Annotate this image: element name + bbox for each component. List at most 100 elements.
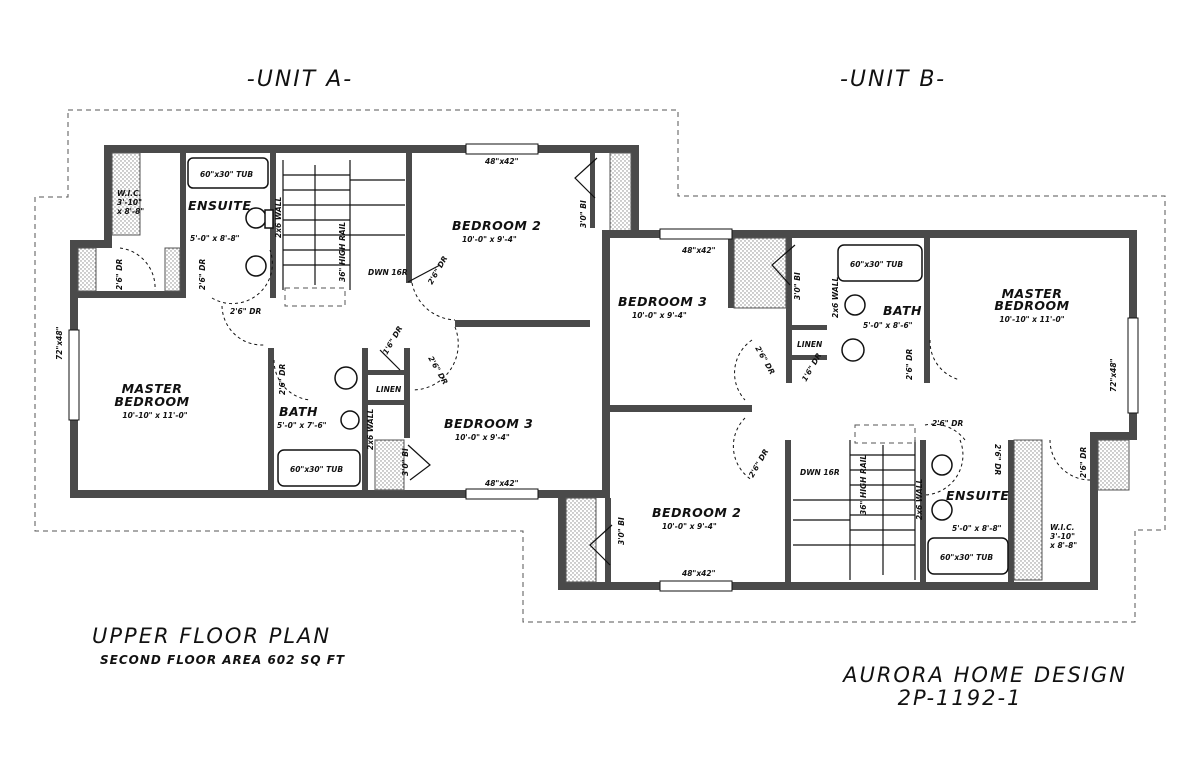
unit-a-bath-wall-label: 2x6 WALL	[366, 409, 375, 450]
unit-b-master-window-label: 72"x48"	[1109, 358, 1118, 392]
unit-a-door-linen-label: 1'6" DR	[381, 324, 405, 356]
unit-b-ensuite-toilet	[931, 499, 953, 521]
unit-b-bed3-label: BEDROOM 3	[618, 294, 707, 309]
unit-b-ensuite-sink	[931, 454, 953, 476]
unit-a-door-wic-label: 2'6" DR	[115, 259, 124, 290]
unit-a-stair-rail-label: 36" HIGH RAIL	[338, 222, 347, 282]
unit-a-bed3-dims: 10'-0" x 9'-4"	[455, 433, 510, 442]
unit-b-closet-hatch	[1097, 439, 1130, 491]
unit-b-door-bed3-label: 2'6" DR	[753, 345, 777, 377]
unit-b-bath-dims: 5'-0" x 8'-6"	[863, 321, 913, 330]
unit-b-bed2-label: BEDROOM 2	[652, 505, 741, 520]
unit-a-stair-dwn-label: DWN 16R	[368, 268, 408, 277]
unit-a-master-window-label: 72"x48"	[55, 326, 64, 360]
unit-b-bed2-dims: 10'-0" x 9'-4"	[662, 522, 717, 531]
plan-area: SECOND FLOOR AREA 602 SQ FT	[100, 653, 345, 667]
unit-b-bed2-window	[659, 580, 733, 592]
unit-a-door-bath-label: 2'6" DR	[278, 364, 287, 395]
unit-b-stair-rail-label: 36" HIGH RAIL	[859, 455, 868, 515]
plan-title: UPPER FLOOR PLAN	[92, 624, 331, 648]
unit-b-bed3-dims: 10'-0" x 9'-4"	[632, 311, 687, 320]
unit-b-ensuite-wall-label: 2x6 WALL	[915, 479, 924, 520]
unit-a-bath-tub-label: 60"x30" TUB	[290, 465, 343, 474]
unit-b-bath-tub	[837, 244, 923, 282]
unit-b-bath-wall-label: 2x6 WALL	[831, 277, 840, 318]
unit-b-bed3-window	[659, 228, 733, 240]
roof-outline	[34, 109, 1166, 623]
unit-b-door-bath-label: 2'6" DR	[905, 349, 914, 380]
unit-b-closet-top-label: 3'0" BI	[793, 272, 802, 300]
unit-b-door-ensuite-label: 2'6" DR	[993, 444, 1002, 475]
unit-b-closet-bed2-label: 3'0" BI	[617, 517, 626, 545]
unit-a-bed3-label: BEDROOM 3	[444, 416, 533, 431]
unit-b-bath-tub-label: 60"x30" TUB	[850, 260, 903, 269]
unit-a-master-label-1: MASTER	[122, 381, 183, 396]
unit-a-bath-tub	[277, 449, 361, 487]
unit-a-bed2-window	[465, 143, 539, 155]
unit-b-ensuite-dims: 5'-0" x 8'-8"	[952, 524, 1002, 533]
unit-b-wic-dims-1: 3'-10"	[1050, 532, 1075, 541]
unit-a-wic-dims-1: 3'-10"	[117, 198, 142, 207]
unit-a-ensuite-tub-label: 60"x30" TUB	[200, 170, 253, 179]
unit-b-bed3-window-label: 48"x42"	[682, 246, 716, 255]
unit-b-wic-label: W.I.C.	[1050, 523, 1074, 532]
unit-b-labels: 48"x42" BEDROOM 3 10'-0" x 9'-4" 3'0" BI…	[617, 246, 1118, 578]
unit-a-bed3-window-label: 48"x42"	[485, 479, 519, 488]
unit-a-bath-sink	[334, 366, 358, 390]
unit-a-master-window	[68, 329, 80, 421]
unit-b-door-hall-label: 2'6" DR	[932, 419, 963, 428]
unit-b-master-label-2: BEDROOM	[994, 298, 1069, 313]
unit-b-bed2-window-label: 48"x42"	[682, 569, 716, 578]
unit-a-ensuite-dims: 5'-0" x 8'-8"	[190, 234, 240, 243]
unit-a-bed3-window	[465, 488, 539, 500]
unit-b-ensuite-tub-label: 60"x30" TUB	[940, 553, 993, 562]
unit-a-bed2-label: BEDROOM 2	[452, 218, 541, 233]
unit-a-walls	[70, 145, 639, 498]
unit-b-door-bed2-label: 2'6" DR	[747, 447, 771, 479]
unit-a-closet-hatch-2	[164, 247, 181, 292]
unit-b-ensuite-label: ENSUITE	[946, 488, 1009, 503]
unit-a-ensuite-tub	[187, 157, 269, 189]
unit-a-wall-label: 2x6 WALL	[274, 197, 283, 238]
unit-a-ensuite-label: ENSUITE	[188, 198, 251, 213]
unit-b-bed2-closet-hatch	[565, 497, 597, 583]
unit-b-wic-dims-2: x 8'-8"	[1049, 541, 1077, 550]
unit-a-wic-hatch	[111, 152, 141, 236]
unit-a-ensuite-sink	[245, 255, 267, 277]
unit-a-bed2-window-label: 48"x42"	[485, 157, 519, 166]
unit-a-closet-hatch	[77, 247, 97, 292]
unit-b-bath-label: BATH	[883, 303, 922, 318]
unit-b-master-dims: 10'-10" x 11'-0"	[999, 315, 1064, 324]
unit-b-stair-dwn-label: DWN 16R	[800, 468, 840, 477]
unit-a-bath-dims: 5'-0" x 7'-6"	[277, 421, 327, 430]
unit-a-master-dims: 10'-10" x 11'-0"	[122, 411, 187, 420]
unit-b-master-window	[1127, 317, 1139, 414]
unit-a-bath-label: BATH	[279, 404, 318, 419]
unit-a-door-ensuite-label: 2'6" DR	[198, 259, 207, 290]
unit-b-master-label-1: MASTER	[1002, 286, 1063, 301]
unit-a-heading: -UNIT A-	[247, 67, 353, 92]
unit-a-door-hall-label: 2'6" DR	[230, 307, 261, 316]
unit-a-wic-dims-2: x 8'-8"	[116, 207, 144, 216]
unit-b-linen-label: LINEN	[797, 340, 823, 349]
unit-a-closet-bed2-label: 3'0" BI	[579, 200, 588, 228]
unit-a-closet-bed3-label: 3'0" BI	[401, 448, 410, 476]
unit-a-stairs	[282, 160, 405, 290]
company-name: AURORA HOME DESIGN	[841, 663, 1127, 687]
unit-b-stairs	[793, 440, 916, 580]
plan-number: 2P-1192-1	[898, 686, 1023, 710]
unit-b-ensuite-tub	[927, 537, 1009, 575]
unit-b-walls	[558, 230, 1137, 590]
unit-b-wic-hatch	[1013, 439, 1043, 581]
unit-a-bed2-closet-hatch	[609, 152, 632, 232]
unit-a-master-label-2: BEDROOM	[114, 394, 189, 409]
unit-a-labels: W.I.C. 3'-10" x 8'-8" 60"x30" TUB ENSUIT…	[55, 157, 588, 488]
unit-b-bath-toilet	[844, 294, 866, 316]
unit-a-wic-label: W.I.C.	[117, 189, 141, 198]
unit-b-bath-sink	[841, 338, 865, 362]
unit-a-bed2-dims: 10'-0" x 9'-4"	[462, 235, 517, 244]
unit-b-door-wic-label: 2'6" DR	[1079, 447, 1088, 478]
unit-b-heading: -UNIT B-	[840, 67, 946, 92]
unit-b-top-closet-hatch	[733, 237, 787, 309]
